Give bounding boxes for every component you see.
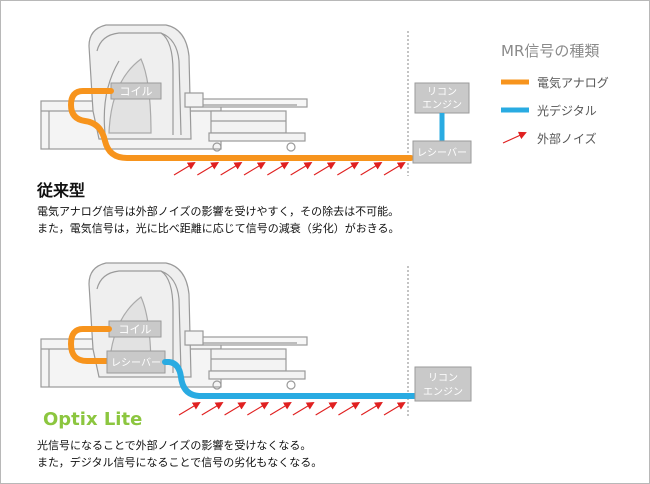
bottom-noise-arrow — [247, 401, 270, 416]
conventional-desc-line-2: また，電気信号は，光に比べ距離に応じて信号の減衰（劣化）がおきる。 — [37, 222, 400, 235]
top-noise-arrow — [290, 161, 313, 176]
mri-scanner-top — [40, 24, 308, 152]
bottom-noise-arrow — [201, 401, 224, 416]
conventional-desc-line-1: 電気アナログ信号は外部ノイズの影響を受けやすく，その除去は不可能。 — [37, 205, 400, 218]
legend-optical-label: 光デジタル — [537, 103, 597, 118]
recon-engine-box-top — [414, 82, 470, 114]
recon-label-top-1: リコン — [427, 87, 457, 98]
optical-cable-bottom — [162, 359, 418, 399]
bottom-noise-arrow — [360, 401, 383, 416]
receiver-box-top — [412, 140, 472, 164]
bottom-noise-arrow — [178, 401, 201, 416]
top-noise-arrow — [197, 161, 220, 176]
top-noise-arrow — [360, 161, 383, 176]
bottom-noise-arrow — [292, 401, 315, 416]
top-noise-arrow — [337, 161, 360, 176]
recon-label-top-2: エンジン — [422, 100, 462, 111]
bottom-noise-arrow — [224, 401, 247, 416]
top-noise-arrow — [220, 161, 243, 176]
bottom-noise-arrow — [338, 401, 361, 416]
legend-analog-label: 電気アナログ — [537, 75, 609, 90]
top-noise-arrow — [173, 161, 196, 176]
top-noise-arrow — [383, 161, 406, 176]
top-noise-arrow — [267, 161, 290, 176]
optix-desc-line-1: 光信号になることで外部ノイズの影響を受けなくなる。 — [37, 439, 312, 452]
coil-label-bottom: コイル — [119, 323, 152, 336]
top-noise-arrow — [313, 161, 336, 176]
optix-lite-heading: Optix Lite — [43, 409, 143, 430]
analog-cable-top — [68, 88, 414, 161]
legend-noise-arrow-icon — [502, 131, 527, 144]
receiver-label-bottom: レシーバー — [111, 357, 161, 369]
receiver-label-top: レシーバー — [417, 147, 467, 159]
analog-cable-bottom — [68, 326, 112, 364]
bottom-noise-arrow — [269, 401, 292, 416]
mri-scanner-bottom — [40, 262, 308, 390]
legend-title: MR信号の種類 — [501, 42, 599, 60]
recon-label-bottom-1: リコン — [428, 373, 458, 384]
conventional-heading: 従来型 — [37, 181, 86, 200]
recon-engine-box-bottom — [414, 366, 472, 402]
noise-arrows-bottom — [178, 401, 406, 416]
bottom-noise-arrow — [383, 401, 406, 416]
top-noise-arrow — [243, 161, 266, 176]
recon-label-bottom-2: エンジン — [423, 387, 463, 398]
optix-desc-line-2: また，デジタル信号になることで信号の劣化もなくなる。 — [37, 456, 323, 469]
legend-noise-label: 外部ノイズ — [537, 131, 597, 146]
coil-label-top: コイル — [120, 85, 153, 98]
noise-arrows-top — [173, 161, 406, 176]
bottom-noise-arrow — [315, 401, 338, 416]
